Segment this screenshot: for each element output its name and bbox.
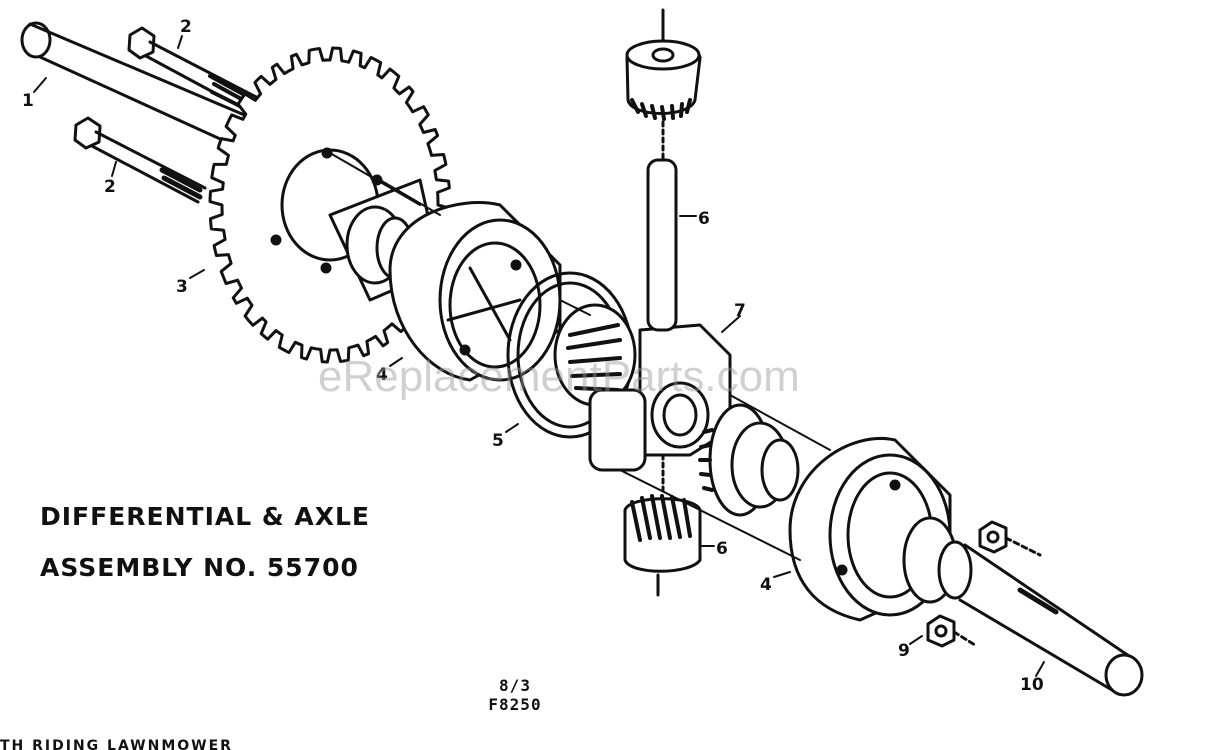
- sheet-code: 8/3: [499, 676, 531, 695]
- right-hub-shaft: [902, 516, 973, 604]
- bolt-upper: [127, 26, 260, 114]
- footer-caption: TH RIDING LAWNMOWER: [0, 738, 233, 750]
- callout-5: 5: [492, 431, 504, 451]
- watermark: eReplacementParts.com: [318, 352, 800, 401]
- callout-2-upper: 2: [180, 17, 192, 37]
- axle-shaft-right: [958, 543, 1144, 697]
- callout-1: 1: [22, 91, 34, 111]
- callout-4-left: 4: [376, 365, 388, 385]
- nut-upper: [978, 520, 1042, 557]
- callout-6-pin: 6: [698, 209, 710, 229]
- callout-labels: 1 2 2 3 4 4 5 6 6 7 9 10: [22, 17, 1044, 695]
- callout-10: 10: [1020, 675, 1044, 695]
- side-bevel-gear: [553, 303, 637, 407]
- callout-9: 9: [898, 641, 910, 661]
- assembly-axis-lines: [329, 152, 831, 561]
- callout-3: 3: [176, 277, 188, 297]
- nut-lower: [926, 614, 977, 648]
- callout-6-gear: 6: [716, 539, 728, 559]
- bolt-lower: [73, 116, 207, 204]
- differential-carrier-block: [588, 323, 732, 472]
- callout-2-lower: 2: [104, 177, 116, 197]
- diagram-title-line-1: DIFFERENTIAL & AXLE: [40, 502, 371, 531]
- pinion-gear-lower: [623, 453, 702, 597]
- diagram-title-line-2: ASSEMBLY NO. 55700: [40, 553, 359, 582]
- callout-7: 7: [734, 301, 746, 321]
- callout-4-right: 4: [760, 575, 772, 595]
- cross-pin: [646, 8, 678, 332]
- pinion-gear-upper: [625, 39, 702, 121]
- callout-leaders: [33, 35, 1045, 677]
- side-gear-right: [698, 403, 800, 517]
- drawing-code: F8250: [488, 695, 542, 714]
